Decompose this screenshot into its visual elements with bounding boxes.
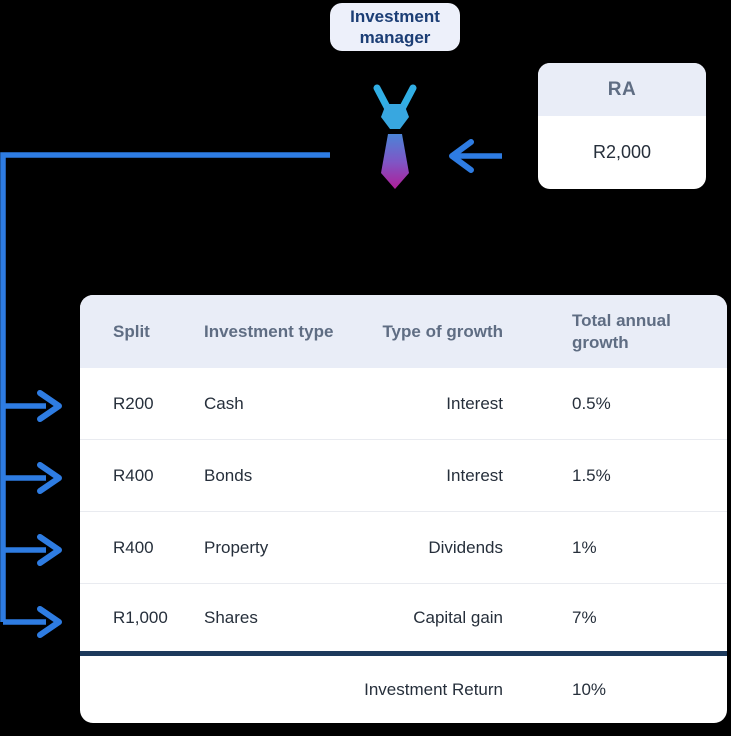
column-header-split: Split: [113, 321, 150, 341]
investment-return-label: Investment Return: [364, 679, 503, 699]
investment-manager-badge: Investment manager: [330, 3, 460, 51]
branch-arrow-row3-icon: [3, 534, 62, 566]
tie-icon: [373, 84, 417, 189]
branch-arrow-row4-icon: [3, 606, 62, 638]
table-footer-row: Investment Return 10%: [80, 656, 727, 723]
tie-body-icon: [381, 134, 409, 189]
cell-split: R200: [113, 393, 154, 413]
tie-knot-icon: [381, 104, 409, 129]
collar-left-icon: [373, 84, 391, 111]
total-divider: [80, 651, 727, 656]
ra-to-manager-arrow-icon: [449, 139, 502, 173]
ra-card-title: RA: [607, 78, 637, 100]
cell-growth-type: Capital gain: [413, 607, 503, 627]
column-header-growth-type: Type of growth: [382, 321, 503, 341]
column-header-total-annual-growth: Total annual growth: [572, 310, 671, 352]
table-row-property: R400 Property Dividends 1%: [80, 512, 727, 584]
cell-total-annual-growth: 7%: [572, 607, 597, 627]
table-header-row: Split Investment type Type of growth Tot…: [80, 295, 727, 368]
investment-manager-label: Investment manager: [350, 7, 440, 47]
ra-card-body: R2,000: [538, 116, 706, 189]
cell-growth-type: Interest: [446, 465, 503, 485]
ra-card-amount: R2,000: [592, 142, 652, 162]
cell-split: R400: [113, 537, 154, 557]
column-header-investment-type: Investment type: [204, 321, 334, 341]
branch-arrow-row2-icon: [3, 462, 62, 494]
table-row-bonds: R400 Bonds Interest 1.5%: [80, 440, 727, 512]
cell-investment-type: Property: [204, 537, 269, 557]
investment-return-value: 10%: [572, 679, 607, 699]
table-row-cash: R200 Cash Interest 0.5%: [80, 368, 727, 440]
cell-split: R400: [113, 465, 154, 485]
cell-total-annual-growth: 1%: [572, 537, 597, 557]
investment-split-table: Split Investment type Type of growth Tot…: [80, 295, 727, 723]
cell-investment-type: Shares: [204, 607, 258, 627]
cell-split: R1,000: [113, 607, 168, 627]
ra-card-header: RA: [538, 63, 706, 116]
cell-investment-type: Cash: [204, 393, 244, 413]
ra-card: RA R2,000: [538, 63, 706, 189]
cell-total-annual-growth: 0.5%: [572, 393, 611, 413]
collar-right-icon: [399, 84, 417, 111]
table-row-shares: R1,000 Shares Capital gain 7%: [80, 584, 727, 651]
cell-total-annual-growth: 1.5%: [572, 465, 611, 485]
cell-growth-type: Interest: [446, 393, 503, 413]
cell-growth-type: Dividends: [428, 537, 503, 557]
cell-investment-type: Bonds: [204, 465, 253, 485]
branch-arrow-row1-icon: [3, 390, 62, 422]
